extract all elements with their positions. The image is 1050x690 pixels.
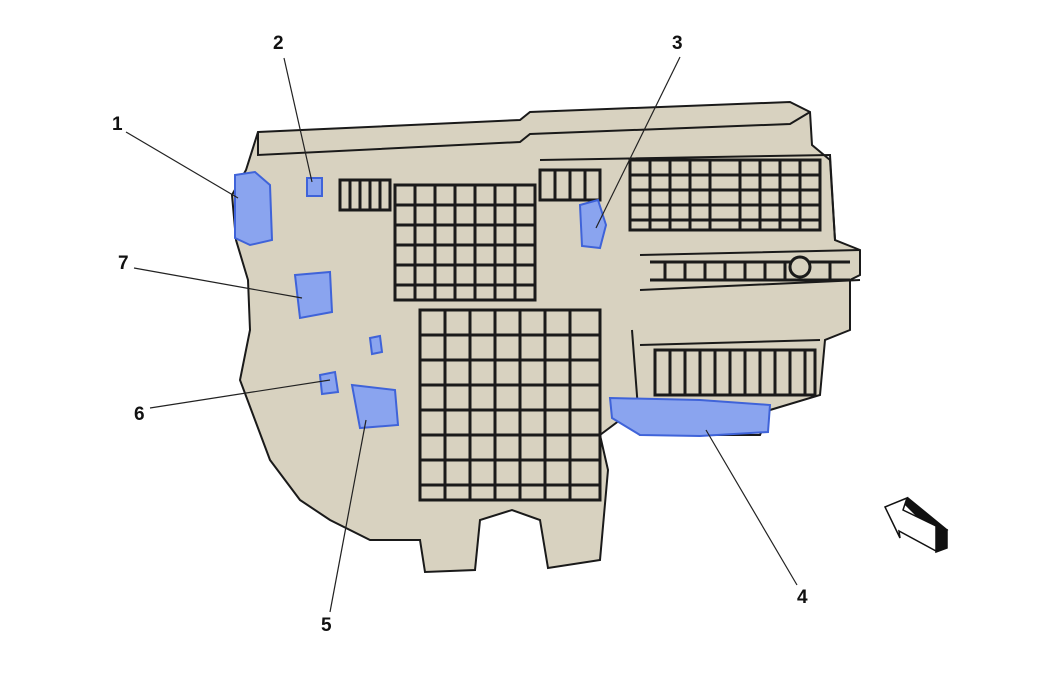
highlighted-components xyxy=(234,170,772,438)
component-1-actuator xyxy=(234,170,274,247)
component-2-sensor xyxy=(306,177,323,197)
callout-3: 3 xyxy=(672,33,683,54)
component-6-sensor xyxy=(318,334,384,396)
leader-lines xyxy=(125,56,798,613)
component-7-actuator xyxy=(293,270,334,320)
callout-4: 4 xyxy=(797,587,808,608)
callout-5: 5 xyxy=(321,615,332,636)
callout-7: 7 xyxy=(118,253,129,274)
callout-6: 6 xyxy=(134,404,145,425)
vent-grilles xyxy=(338,158,850,502)
component-5-actuator xyxy=(350,383,400,430)
callout-1: 1 xyxy=(112,114,123,135)
component-4-blower-motor xyxy=(608,396,772,438)
component-3-actuator xyxy=(578,198,608,250)
hollow-3d-arrow-icon xyxy=(883,496,949,554)
callout-2: 2 xyxy=(273,33,284,54)
